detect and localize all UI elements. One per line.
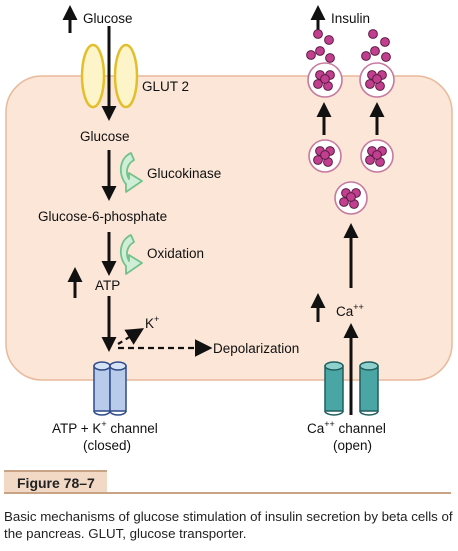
insulin-granule [339, 197, 349, 207]
insulin-granules [306, 29, 395, 215]
label-depolarization: Depolarization [213, 341, 299, 356]
insulin-granule [372, 74, 382, 84]
label-k-ion: K+ [145, 314, 159, 331]
insulin-granule [372, 150, 382, 160]
insulin-secretion-diagram: Glucose GLUT 2 Glucose Glucokinase Gluco… [5, 5, 453, 453]
released-insulin-granule [306, 50, 316, 60]
label-atp: ATP [95, 278, 120, 293]
figure-label-text: Figure 78–7 [17, 475, 95, 491]
label-glucose-outside: Glucose [83, 11, 133, 26]
oxidation-curved-arrow [120, 234, 143, 275]
label-glut2: GLUT 2 [142, 79, 189, 94]
released-insulin-granule [370, 46, 380, 56]
figure-caption: Basic mechanisms of glucose stimulation … [4, 509, 453, 541]
glut2-transporter [80, 43, 139, 109]
released-insulin-granule [368, 29, 378, 39]
label-insulin: Insulin [331, 11, 370, 26]
katp-channel [93, 361, 127, 416]
label-katp-channel: ATP + K+ channel [52, 419, 158, 436]
label-ca-ion: Ca++ [336, 302, 364, 319]
glucokinase-curved-arrow [120, 152, 143, 193]
insulin-granule [320, 150, 330, 160]
label-glucose-6-phosphate: Glucose-6-phosphate [38, 209, 167, 224]
released-insulin-granule [315, 46, 325, 56]
insulin-granule [365, 79, 375, 89]
released-insulin-granule [380, 37, 390, 47]
calcium-channel [324, 361, 379, 416]
label-glucose-inside: Glucose [80, 129, 130, 144]
released-insulin-granule [361, 51, 371, 61]
released-insulin-granule [325, 53, 335, 63]
insulin-granule [313, 79, 323, 89]
released-insulin-granule [313, 29, 323, 39]
figure-label: Figure 78–7 [4, 470, 107, 494]
insulin-granule [365, 155, 375, 165]
label-ca-channel: Ca++ channel [307, 419, 386, 436]
k-efflux-dashed-arrow [117, 328, 145, 345]
insulin-granule [346, 192, 356, 202]
released-insulin-granule [381, 52, 391, 62]
beta-cell [5, 75, 453, 381]
insulin-granule [313, 155, 323, 165]
insulin-granule [320, 74, 330, 84]
figure-rule [107, 492, 451, 494]
label-katp-state: (closed) [83, 438, 131, 453]
label-glucokinase: Glucokinase [147, 166, 221, 181]
label-ca-channel-state: (open) [333, 438, 372, 453]
label-oxidation: Oxidation [147, 246, 204, 261]
released-insulin-granule [324, 35, 334, 45]
